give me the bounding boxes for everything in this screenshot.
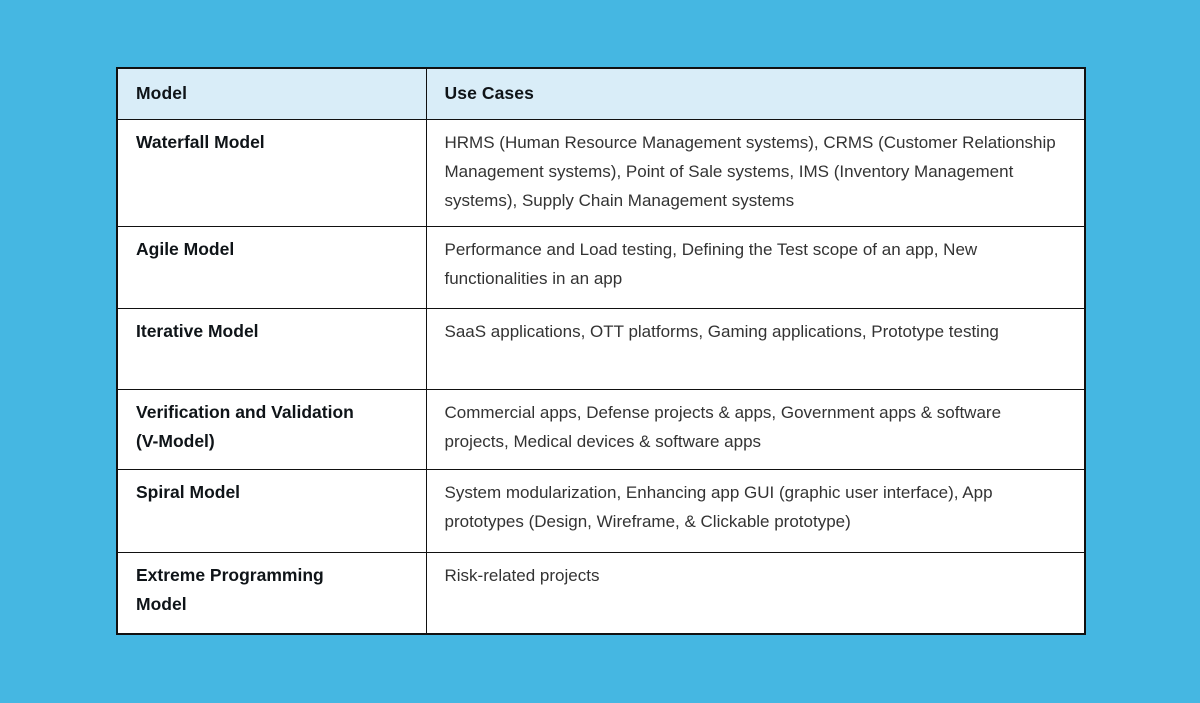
model-name: Verification and Validation (V-Model) — [116, 388, 427, 470]
use-cases-text: SaaS applications, OTT platforms, Gaming… — [425, 307, 1086, 390]
table-header: Model Use Cases — [116, 67, 1086, 120]
use-cases-text: System modularization, Enhancing app GUI… — [425, 468, 1086, 553]
use-cases-text: Risk-related projects — [425, 551, 1086, 635]
model-name: Waterfall Model — [116, 118, 427, 227]
model-name: Agile Model — [116, 225, 427, 309]
column-header-use-cases: Use Cases — [425, 67, 1086, 120]
column-header-model: Model — [116, 67, 427, 120]
use-cases-text: Performance and Load testing, Defining t… — [425, 225, 1086, 309]
header-row: Model Use Cases — [116, 67, 1086, 120]
table-row-agile: Agile Model Performance and Load testing… — [116, 225, 1086, 309]
model-name: Spiral Model — [116, 468, 427, 553]
table-row-v-model: Verification and Validation (V-Model) Co… — [116, 388, 1086, 470]
table-body: Waterfall Model HRMS (Human Resource Man… — [116, 118, 1086, 635]
use-cases-text: Commercial apps, Defense projects & apps… — [425, 388, 1086, 470]
table-row-iterative: Iterative Model SaaS applications, OTT p… — [116, 307, 1086, 390]
model-name: Extreme Programming Model — [116, 551, 427, 635]
table-row-waterfall: Waterfall Model HRMS (Human Resource Man… — [116, 118, 1086, 227]
models-use-cases-table: Model Use Cases Waterfall Model HRMS (Hu… — [116, 67, 1086, 635]
table-row-extreme-programming: Extreme Programming Model Risk-related p… — [116, 551, 1086, 635]
use-cases-text: HRMS (Human Resource Management systems)… — [425, 118, 1086, 227]
model-name: Iterative Model — [116, 307, 427, 390]
table-row-spiral: Spiral Model System modularization, Enha… — [116, 468, 1086, 553]
